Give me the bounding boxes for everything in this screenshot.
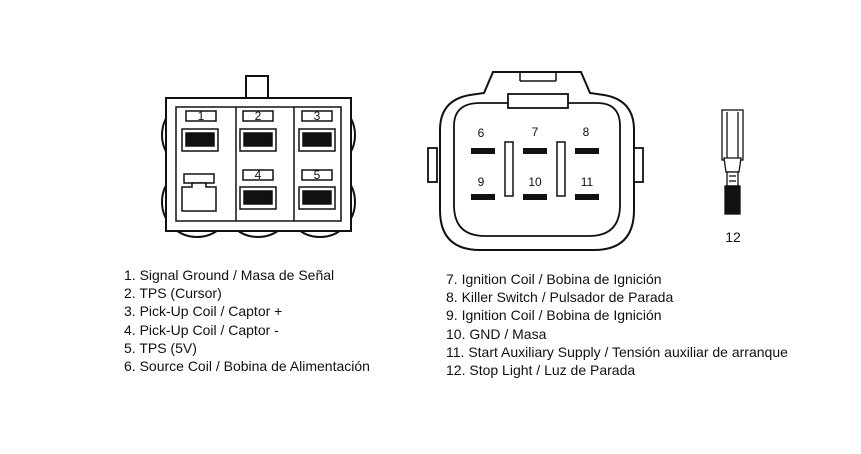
connector-a-pins: 1 2 3 4 5 bbox=[181, 109, 336, 212]
connector-b-inner-shell bbox=[453, 102, 621, 237]
pin-terminal bbox=[523, 194, 547, 200]
legend-item: 2. TPS (Cursor) bbox=[124, 285, 222, 302]
spade-terminal bbox=[721, 109, 744, 215]
legend-item: 7. Ignition Coil / Bobina de Ignición bbox=[446, 271, 662, 287]
pin-terminal bbox=[302, 190, 332, 205]
legend-item: 11. Start Auxiliary Supply / Tensión aux… bbox=[446, 343, 788, 360]
legend-item: 12. Stop Light / Luz de Parada bbox=[446, 362, 636, 379]
pin-label: 2 bbox=[255, 109, 262, 123]
spade-terminal-wire bbox=[724, 185, 741, 215]
connector-a bbox=[161, 75, 356, 238]
connector-b-pins: 6 7 8 9 10 11 bbox=[471, 125, 599, 200]
pin-label: 6 bbox=[478, 126, 485, 140]
connector-b-side-tab-left bbox=[427, 147, 438, 183]
pin-label: 10 bbox=[528, 175, 542, 189]
pin-label: 9 bbox=[478, 175, 485, 189]
pin-terminal bbox=[523, 148, 547, 154]
pin-label: 4 bbox=[255, 168, 262, 182]
connector-b-latch bbox=[507, 93, 569, 109]
connector-b bbox=[427, 71, 644, 251]
pin-label: 3 bbox=[314, 109, 321, 123]
legend-item: 1. Signal Ground / Masa de Señal bbox=[124, 267, 335, 283]
pin-terminal bbox=[243, 190, 273, 205]
pin-label: 11 bbox=[581, 175, 594, 189]
pin-terminal bbox=[243, 132, 273, 147]
pin-label: 7 bbox=[532, 125, 539, 139]
pin-label: 8 bbox=[583, 125, 590, 139]
pin-terminal bbox=[302, 132, 332, 147]
pin-label: 1 bbox=[198, 109, 205, 123]
pin-terminal bbox=[471, 148, 495, 154]
legend-item: 3. Pick-Up Coil / Captor + bbox=[124, 303, 283, 320]
pin-legend-left: 1. Signal Ground / Masa de Señal 2. TPS … bbox=[124, 266, 370, 375]
legend-item: 8. Killer Switch / Pulsador de Parada bbox=[446, 289, 674, 306]
legend-item: 6. Source Coil / Bobina de Alimentación bbox=[124, 358, 370, 375]
pin-terminal bbox=[185, 132, 215, 147]
pin-legend-right: 7. Ignition Coil / Bobina de Ignición 8.… bbox=[446, 270, 788, 379]
pin-terminal bbox=[575, 148, 599, 154]
legend-item: 10. GND / Masa bbox=[446, 325, 547, 342]
legend-item: 9. Ignition Coil / Bobina de Ignición bbox=[446, 307, 662, 324]
connector-b-side-tab-right bbox=[633, 147, 644, 183]
legend-item: 5. TPS (5V) bbox=[124, 339, 197, 356]
pin-terminal bbox=[471, 194, 495, 200]
empty-cavity bbox=[181, 182, 217, 212]
pin-label: 5 bbox=[314, 168, 321, 182]
connector-a-key-tab bbox=[245, 75, 269, 100]
pin-terminal bbox=[575, 194, 599, 200]
terminal-label: 12 bbox=[725, 229, 741, 245]
legend-item: 4. Pick-Up Coil / Captor - bbox=[124, 321, 279, 338]
